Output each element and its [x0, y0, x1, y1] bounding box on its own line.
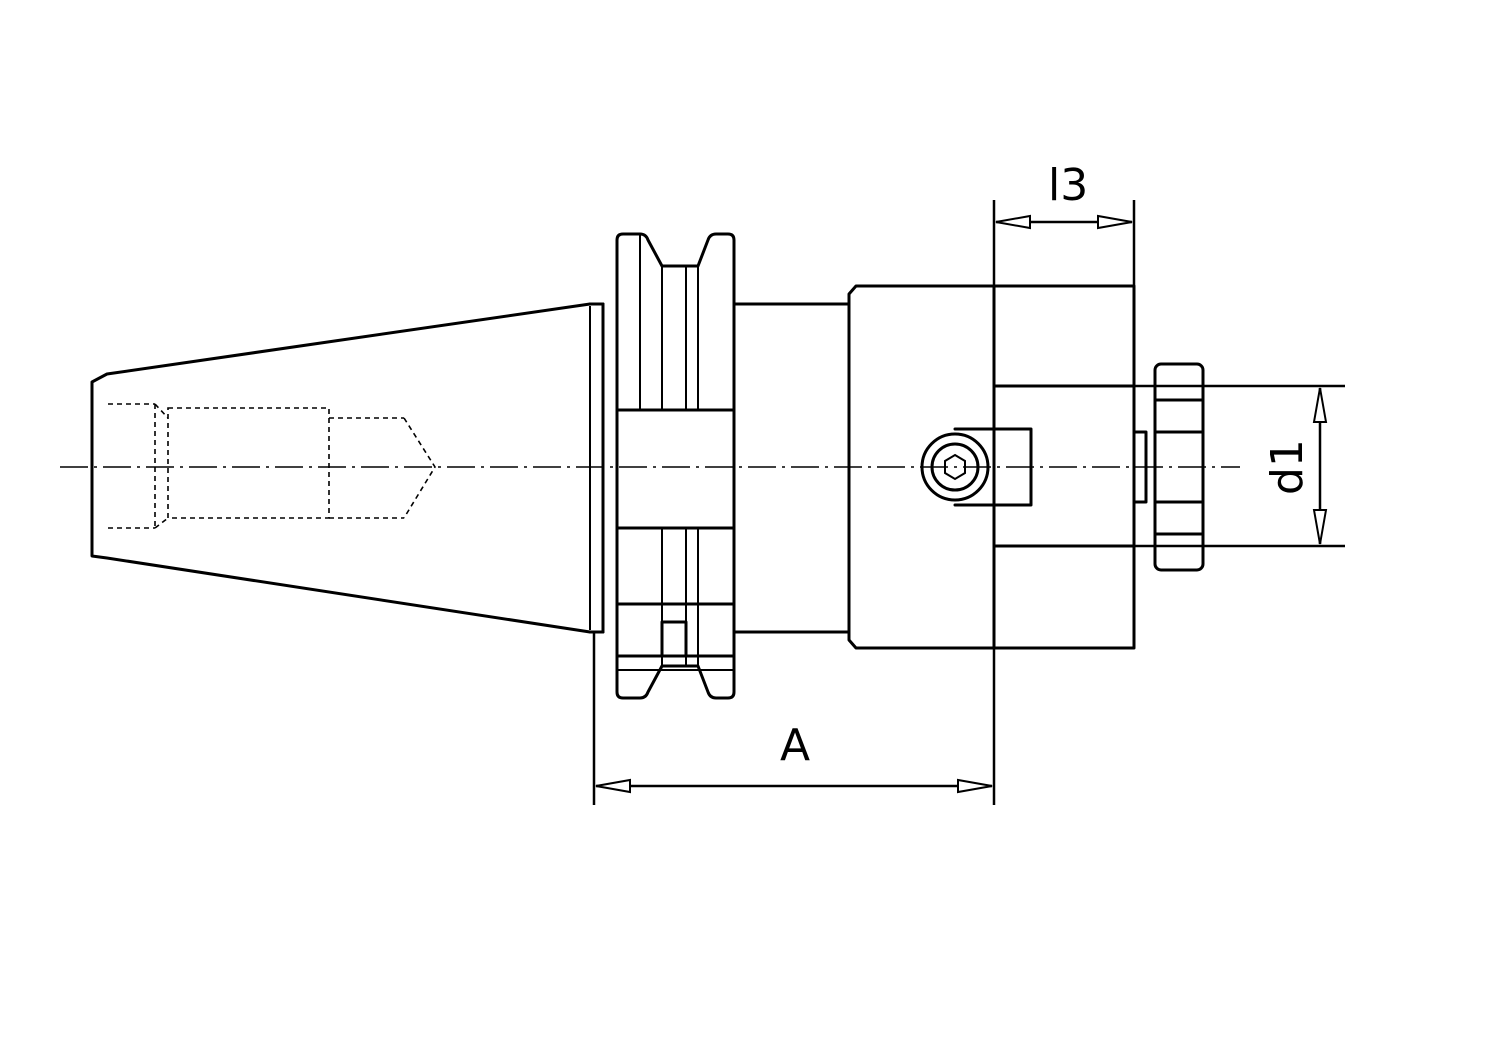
dimension-a	[592, 632, 996, 805]
clamp-screw	[920, 427, 1033, 507]
hidden-bore	[108, 403, 436, 529]
label-d1: d1	[1262, 439, 1313, 495]
label-l3: l3	[1048, 160, 1088, 211]
dimension-l3	[992, 200, 1136, 286]
nut	[1132, 362, 1205, 572]
neck	[732, 302, 851, 634]
taper-shank	[90, 302, 605, 634]
dimension-d1	[1134, 384, 1345, 548]
label-a: A	[780, 720, 810, 771]
flange	[615, 232, 736, 700]
